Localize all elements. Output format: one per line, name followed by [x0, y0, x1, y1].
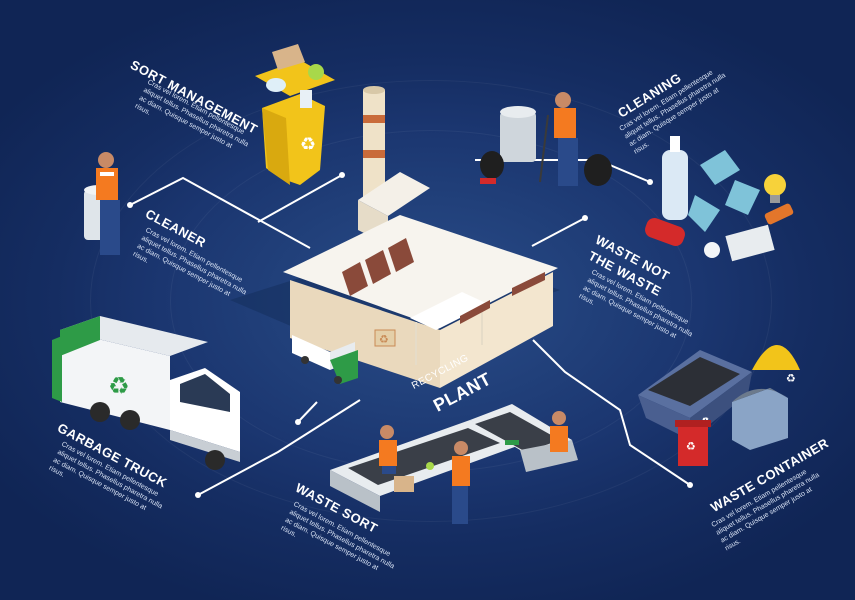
worker-icon: [84, 152, 120, 255]
connector-dot: [647, 179, 653, 185]
small-truck-icon: [292, 335, 358, 384]
connector-dot: [687, 482, 693, 488]
light-bulb-icon: [764, 174, 786, 196]
recycling-plant-icon: ♻: [230, 86, 560, 388]
connector-dot: [195, 492, 201, 498]
connector-waste-container: [532, 339, 691, 486]
connector-dot: [339, 172, 345, 178]
battery-icon: [764, 203, 794, 225]
connector-waste-not: [531, 217, 586, 247]
connector-sort-management: [257, 174, 343, 223]
connector-cleaner: [129, 176, 311, 249]
svg-text:♻: ♻: [300, 134, 316, 155]
garbage-truck-icon: ♻: [52, 316, 240, 470]
svg-text:♻: ♻: [786, 372, 796, 385]
svg-text:♻: ♻: [379, 333, 389, 346]
connector-dot: [295, 419, 301, 425]
conveyor-belt-icon: [330, 404, 578, 524]
plastic-bottle-icon: [662, 150, 688, 220]
waste-container-icon: ♻ ♻ ♻: [638, 345, 800, 466]
recycle-arrows-icon: [688, 150, 760, 232]
connector-waste-sort: [297, 401, 318, 423]
recyclables-icon: [645, 136, 794, 262]
background-ring: [90, 80, 772, 522]
connector-dots: [127, 172, 693, 498]
connector-dot: [582, 215, 588, 221]
svg-text:♻: ♻: [108, 372, 130, 400]
svg-text:♻: ♻: [686, 440, 696, 453]
red-bin-icon: [678, 424, 708, 466]
connector-garbage-truck: [197, 399, 361, 496]
connector-dot: [127, 202, 133, 208]
cleaning-worker-icon: [480, 92, 612, 186]
yellow-recycle-bin-icon: ♻: [255, 44, 335, 185]
